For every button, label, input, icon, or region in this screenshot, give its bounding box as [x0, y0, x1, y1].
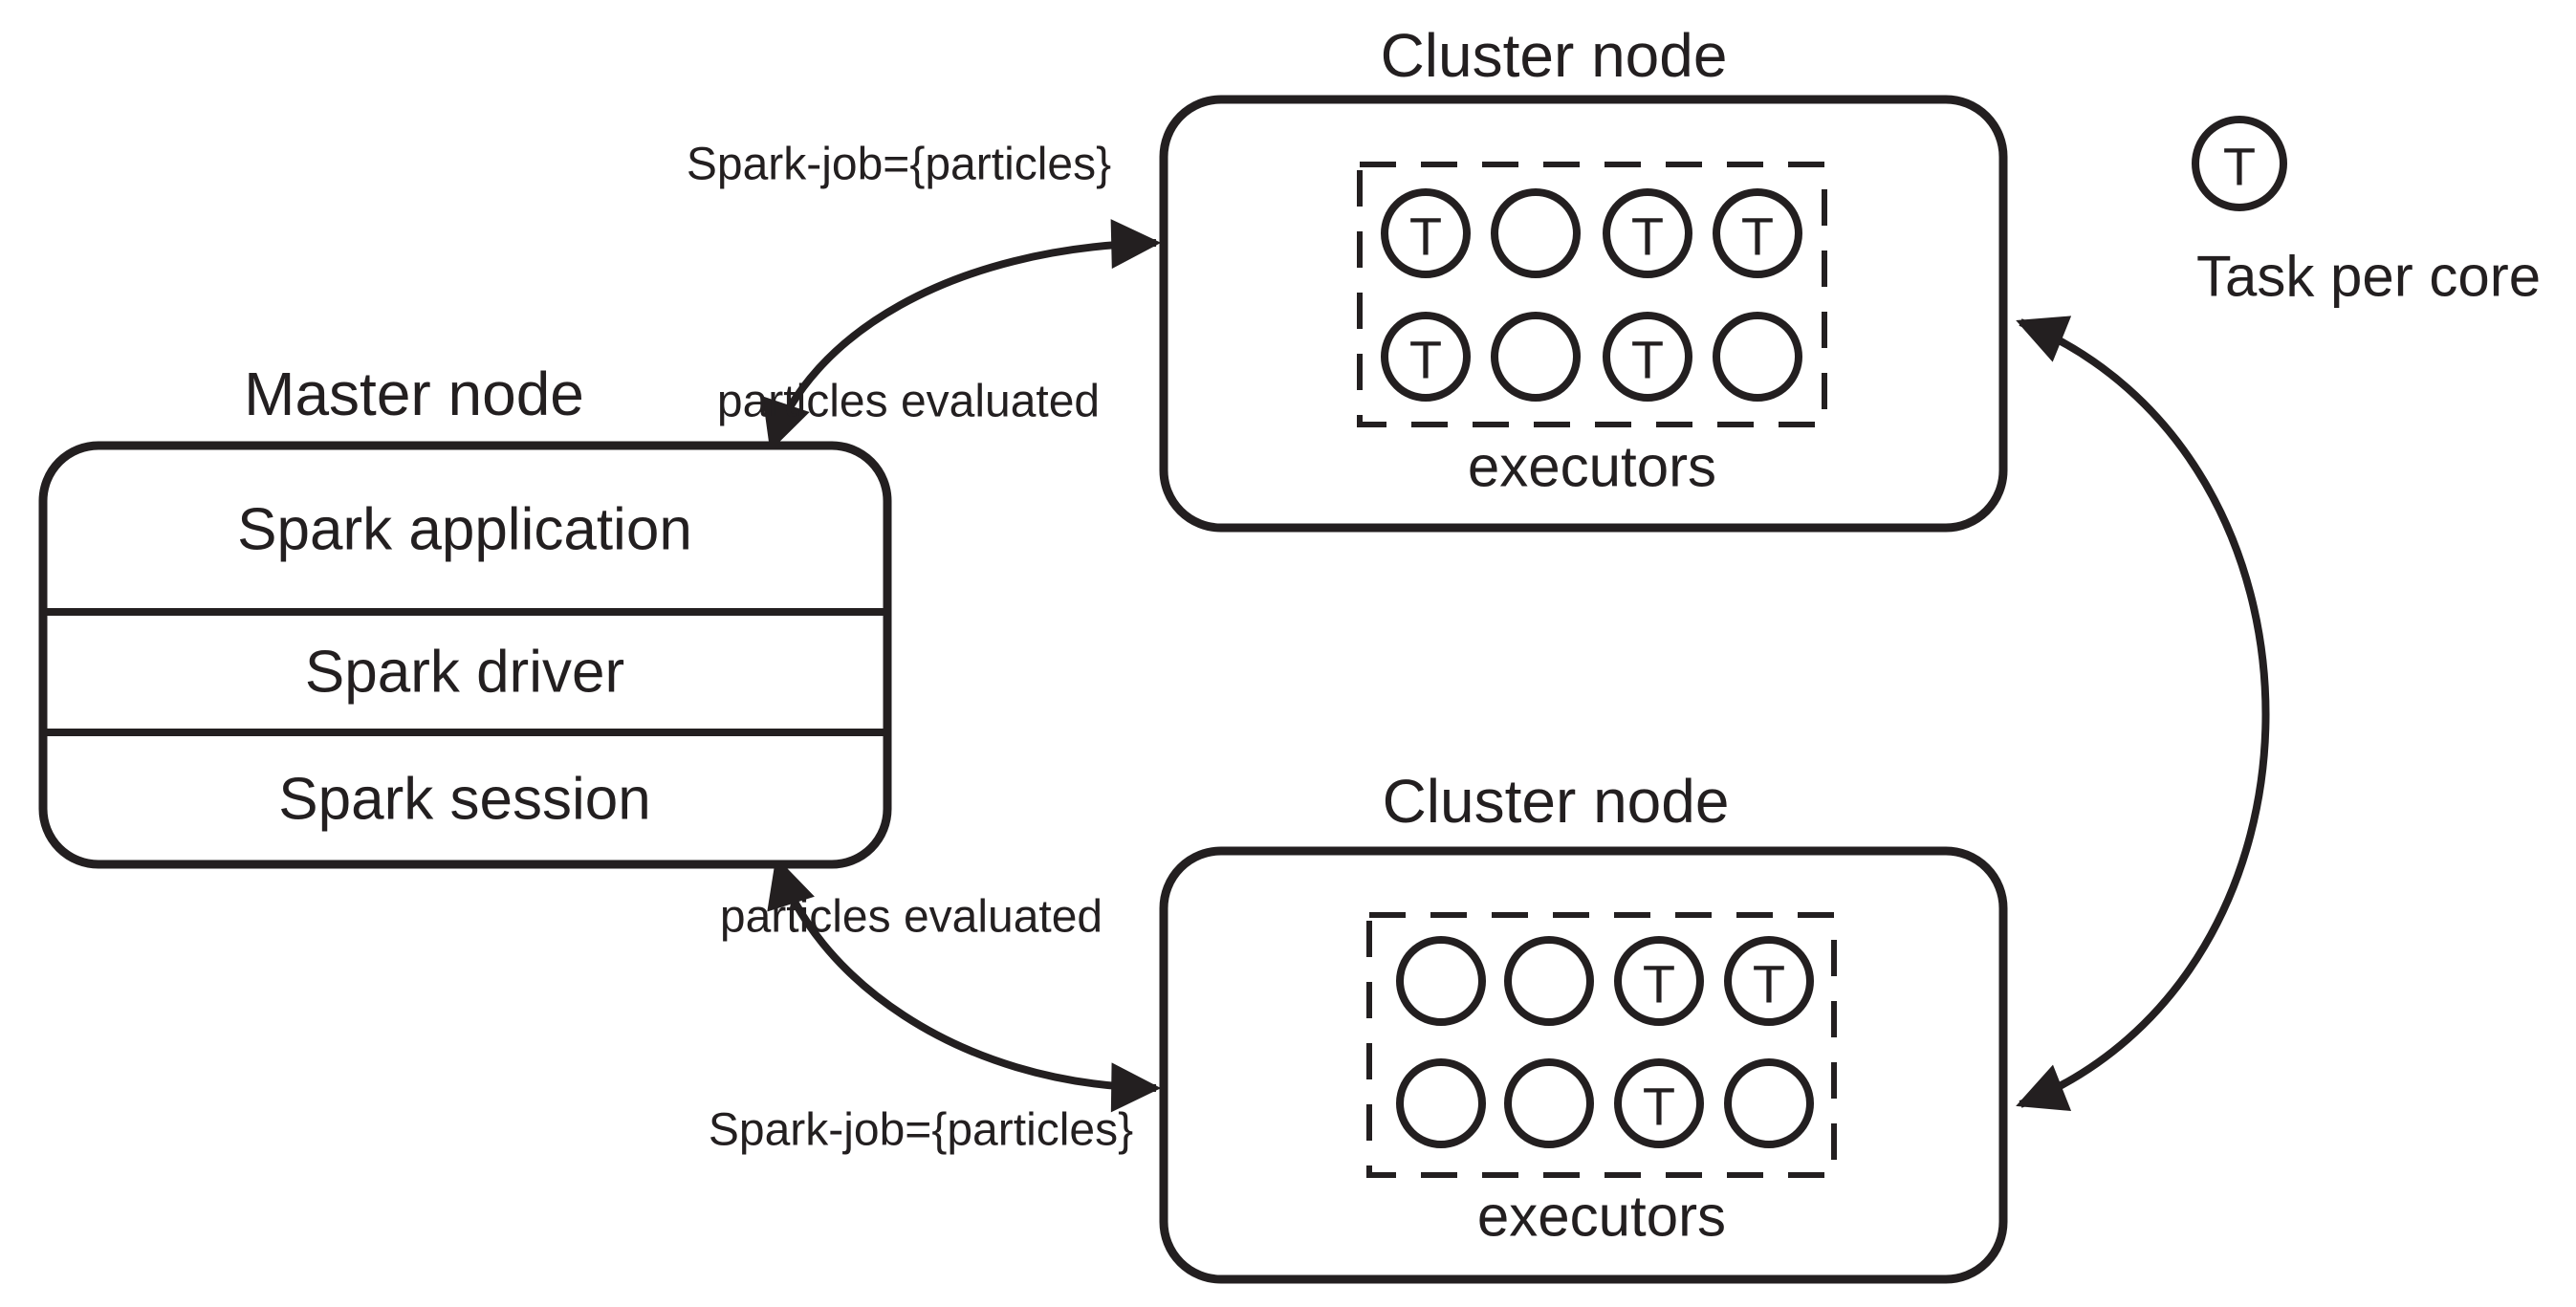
- core-circle: [1603, 188, 1692, 278]
- core-circle: [1504, 936, 1594, 1026]
- core-circle: [1713, 312, 1802, 402]
- task-letter: T: [1409, 207, 1442, 267]
- cluster-node-top-title: Cluster node: [1381, 21, 1728, 90]
- legend: T Task per core: [2192, 116, 2541, 309]
- master-row-spark-driver: Spark driver: [305, 640, 624, 706]
- master-node: Master node Spark application Spark driv…: [38, 359, 892, 869]
- core-circle: [1491, 312, 1581, 402]
- task-letter: T: [1409, 330, 1442, 390]
- task-letter: T: [1643, 954, 1675, 1014]
- core-circle: [1724, 936, 1814, 1026]
- label-spark-job-top: Spark-job={particles}: [687, 140, 1111, 190]
- master-row-spark-session: Spark session: [278, 767, 650, 833]
- label-particles-evaluated-top: particles evaluated: [717, 377, 1100, 427]
- core-circle: [1396, 936, 1486, 1026]
- core-circle: [1381, 188, 1471, 278]
- cluster-node-top: Cluster node T T T T T executors: [1159, 21, 2008, 533]
- core-circle: [1504, 1058, 1594, 1148]
- core-circle: [1396, 1058, 1486, 1148]
- executors-dashed-box-top: [1357, 162, 1827, 427]
- master-row-spark-application: Spark application: [237, 497, 692, 563]
- task-letter: T: [1631, 207, 1664, 267]
- master-to-bottom-cluster-link: [767, 857, 1162, 1113]
- cluster-to-cluster-link: [2016, 316, 2270, 1111]
- core-circle: [1614, 936, 1704, 1026]
- legend-task-circle-icon: [2192, 116, 2287, 211]
- label-particles-evaluated-bottom: particles evaluated: [720, 892, 1102, 943]
- task-letter: T: [1631, 330, 1664, 390]
- core-circle: [1381, 312, 1471, 402]
- master-to-top-cluster-link: [762, 219, 1162, 451]
- executors-label-top: executors: [1468, 435, 1716, 499]
- task-letter: T: [1753, 954, 1785, 1014]
- executors-label-bottom: executors: [1477, 1185, 1726, 1249]
- cluster-node-bottom-title: Cluster node: [1383, 767, 1730, 836]
- core-circle: [1491, 188, 1581, 278]
- cluster-node-bottom: Cluster node T T T executors: [1159, 767, 2008, 1284]
- label-spark-job-bottom: Spark-job={particles}: [709, 1105, 1133, 1156]
- legend-label: Task per core: [2196, 245, 2541, 309]
- core-circle: [1614, 1058, 1704, 1148]
- master-node-box: [38, 441, 892, 869]
- core-circle: [1603, 312, 1692, 402]
- links: [762, 219, 2270, 1113]
- task-letter: T: [1741, 207, 1774, 267]
- core-circle: [1724, 1058, 1814, 1148]
- master-node-title: Master node: [244, 359, 584, 428]
- core-circle: [1713, 188, 1802, 278]
- executors-dashed-box-bottom: [1366, 912, 1837, 1178]
- task-letter: T: [1643, 1077, 1675, 1137]
- legend-task-letter: T: [2223, 137, 2256, 197]
